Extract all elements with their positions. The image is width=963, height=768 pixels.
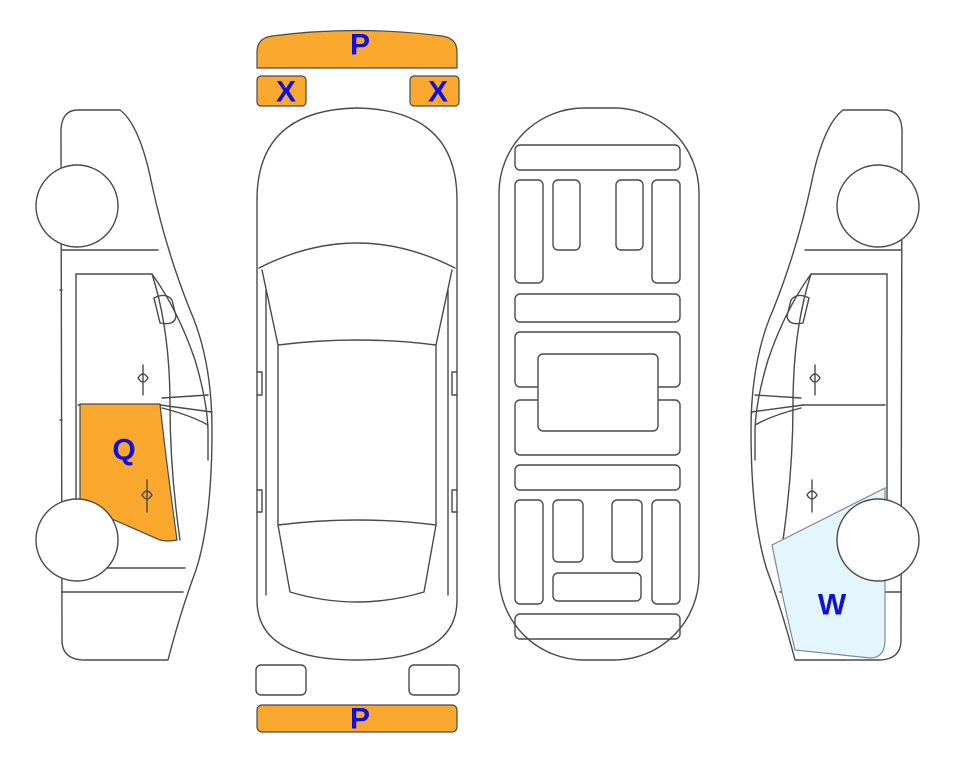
left-rear-wheel — [35, 498, 119, 582]
rear-bumper-damage[interactable] — [256, 704, 458, 733]
front-bumper-damage[interactable] — [256, 29, 458, 69]
underbody-view — [498, 107, 700, 661]
front-left-lamp-label: X — [276, 76, 296, 109]
right-side-view: W — [750, 109, 920, 661]
right-front-wheel — [836, 164, 920, 248]
front-left-lamp-damage[interactable] — [256, 75, 307, 107]
left-side-view: Q — [35, 109, 213, 661]
front-bumper-label: P — [350, 29, 370, 62]
front-right-lamp-label: X — [428, 76, 448, 109]
front-right-lamp-damage[interactable] — [409, 75, 460, 107]
rear-right-lamp — [408, 664, 460, 696]
rear-bumper-label: P — [350, 703, 370, 736]
left-rear-door-label: Q — [112, 434, 135, 467]
left-front-wheel — [35, 164, 119, 248]
right-rear-quarter-label: W — [818, 589, 847, 622]
rear-left-lamp — [255, 664, 307, 696]
right-rear-wheel — [836, 498, 920, 582]
left-rear-door-damage[interactable] — [79, 403, 178, 542]
top-view: P X X P — [255, 29, 460, 736]
